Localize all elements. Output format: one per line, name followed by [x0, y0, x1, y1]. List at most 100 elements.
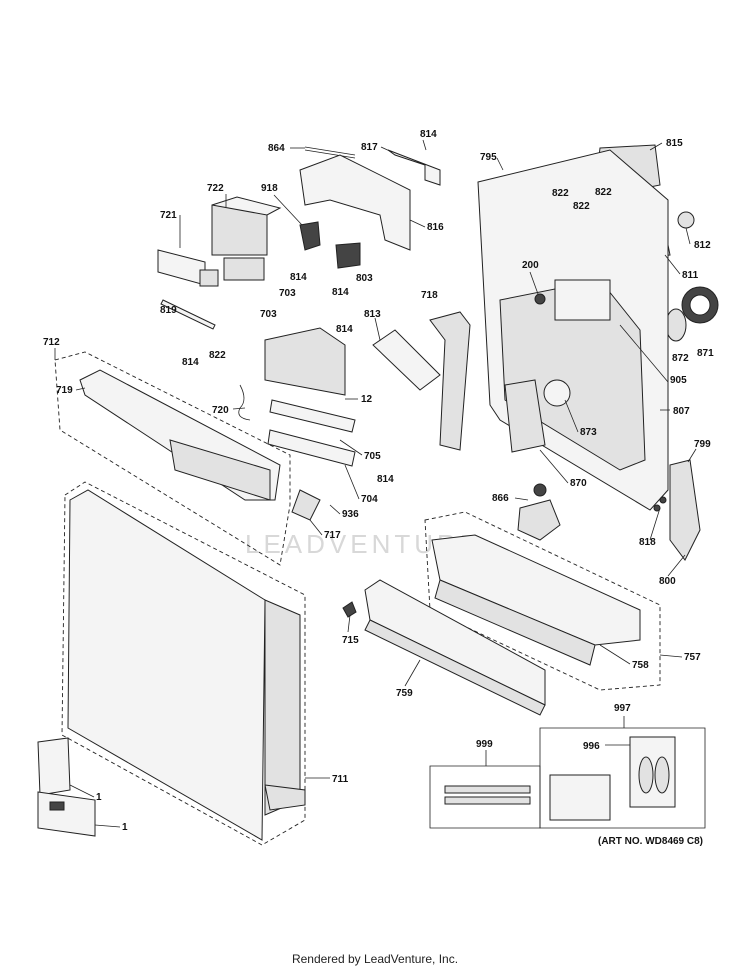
part-803-switch [335, 242, 361, 269]
part-console-panel [169, 439, 271, 501]
part-704-board [267, 429, 356, 467]
callout-757: 757 [684, 652, 701, 663]
part-12-cover [264, 327, 346, 396]
part-1-manual [37, 737, 71, 796]
part-818-screw [659, 496, 667, 504]
part-200-nozzle [534, 293, 546, 305]
part-873-spray [543, 379, 571, 407]
part-715-screw [342, 601, 357, 618]
part-717-ribbon [291, 489, 321, 521]
part-819-rod [160, 299, 216, 330]
part-918-switch [299, 221, 321, 251]
callout-814b: 814 [290, 272, 307, 283]
callout-873: 873 [580, 427, 597, 438]
part-1-label-barcode [49, 801, 65, 811]
part-711-foot [264, 784, 306, 811]
art-number: (ART NO. WD8469 C8) [598, 836, 704, 847]
part-721-block [157, 249, 206, 286]
callout-711: 711 [332, 774, 349, 785]
callout-815: 815 [666, 138, 683, 149]
callout-712: 712 [43, 337, 60, 348]
callout-1b: 1 [122, 822, 128, 833]
group-712-box [54, 351, 291, 566]
callout-807: 807 [673, 406, 690, 417]
part-999-strap-a [444, 785, 531, 794]
callout-819: 819 [160, 305, 177, 316]
part-759-face [364, 619, 546, 716]
callout-864: 864 [268, 143, 285, 154]
part-711-side [264, 599, 301, 816]
callout-822c: 822 [573, 201, 590, 212]
callout-822a: 822 [552, 188, 569, 199]
callout-905: 905 [670, 375, 687, 386]
callout-759: 759 [396, 688, 413, 699]
part-722-lid [211, 196, 282, 216]
part-866-valve [517, 499, 561, 541]
callout-705: 705 [364, 451, 381, 462]
part-816-housing [299, 154, 411, 251]
part-720-harness [238, 384, 251, 421]
callout-814e: 814 [336, 324, 353, 335]
leader-lines [54, 139, 697, 828]
callout-704: 704 [361, 494, 378, 505]
part-870-box [504, 379, 546, 453]
part-872-gasket [665, 308, 687, 342]
part-1-label [37, 791, 96, 837]
callout-718: 718 [421, 290, 438, 301]
callout-200: 200 [522, 260, 539, 271]
part-997-screw-set [549, 774, 611, 821]
callout-996: 996 [583, 741, 600, 752]
callout-12: 12 [361, 394, 373, 405]
group-999-box [429, 765, 541, 829]
callout-717: 717 [324, 530, 341, 541]
callout-799: 799 [694, 439, 711, 450]
part-905-dispenser [554, 279, 611, 321]
callout-822b: 822 [595, 187, 612, 198]
part-703-terminal [223, 257, 265, 281]
part-705-board [269, 399, 356, 433]
callout-715: 715 [342, 635, 359, 646]
part-996-spring-a [638, 756, 654, 794]
footer-credit: Rendered by LeadVenture, Inc. [291, 952, 459, 966]
callout-866: 866 [492, 493, 509, 504]
callout-814d: 814 [182, 357, 199, 368]
callout-811: 811 [682, 270, 699, 281]
callout-812: 812 [694, 240, 711, 251]
part-759-toekick [364, 579, 546, 706]
callout-814c: 814 [332, 287, 349, 298]
part-813-frame [372, 329, 441, 391]
callout-722: 722 [207, 183, 224, 194]
callout-813: 813 [364, 309, 381, 320]
callout-999: 999 [476, 739, 493, 750]
part-718-gasket [429, 311, 471, 451]
callout-1a: 1 [96, 792, 102, 803]
callout-758: 758 [632, 660, 649, 671]
part-864-strip [304, 146, 356, 159]
part-812-cap [677, 211, 695, 229]
part-866-port [533, 483, 547, 497]
callout-817: 817 [361, 142, 378, 153]
callout-870: 870 [570, 478, 587, 489]
callout-814a: 814 [420, 129, 437, 140]
part-800-hinge [669, 459, 701, 561]
part-871-gear-inner [689, 294, 711, 316]
callout-872: 872 [672, 353, 689, 364]
callout-997: 997 [614, 703, 631, 714]
part-817-bracket [387, 149, 441, 186]
callout-822d: 822 [209, 350, 226, 361]
callout-818: 818 [639, 537, 656, 548]
part-711-outer-door [67, 489, 266, 841]
callout-936: 936 [342, 509, 359, 520]
part-996-spring-b [654, 756, 670, 794]
callout-721: 721 [160, 210, 177, 221]
part-721-plug [199, 269, 219, 287]
callout-871: 871 [697, 348, 714, 359]
callout-803: 803 [356, 273, 373, 284]
callout-720: 720 [212, 405, 229, 416]
callout-918: 918 [261, 183, 278, 194]
callout-816: 816 [427, 222, 444, 233]
part-999-strap-b [444, 796, 531, 805]
part-758-insulation-b [434, 579, 596, 666]
callout-800: 800 [659, 576, 676, 587]
